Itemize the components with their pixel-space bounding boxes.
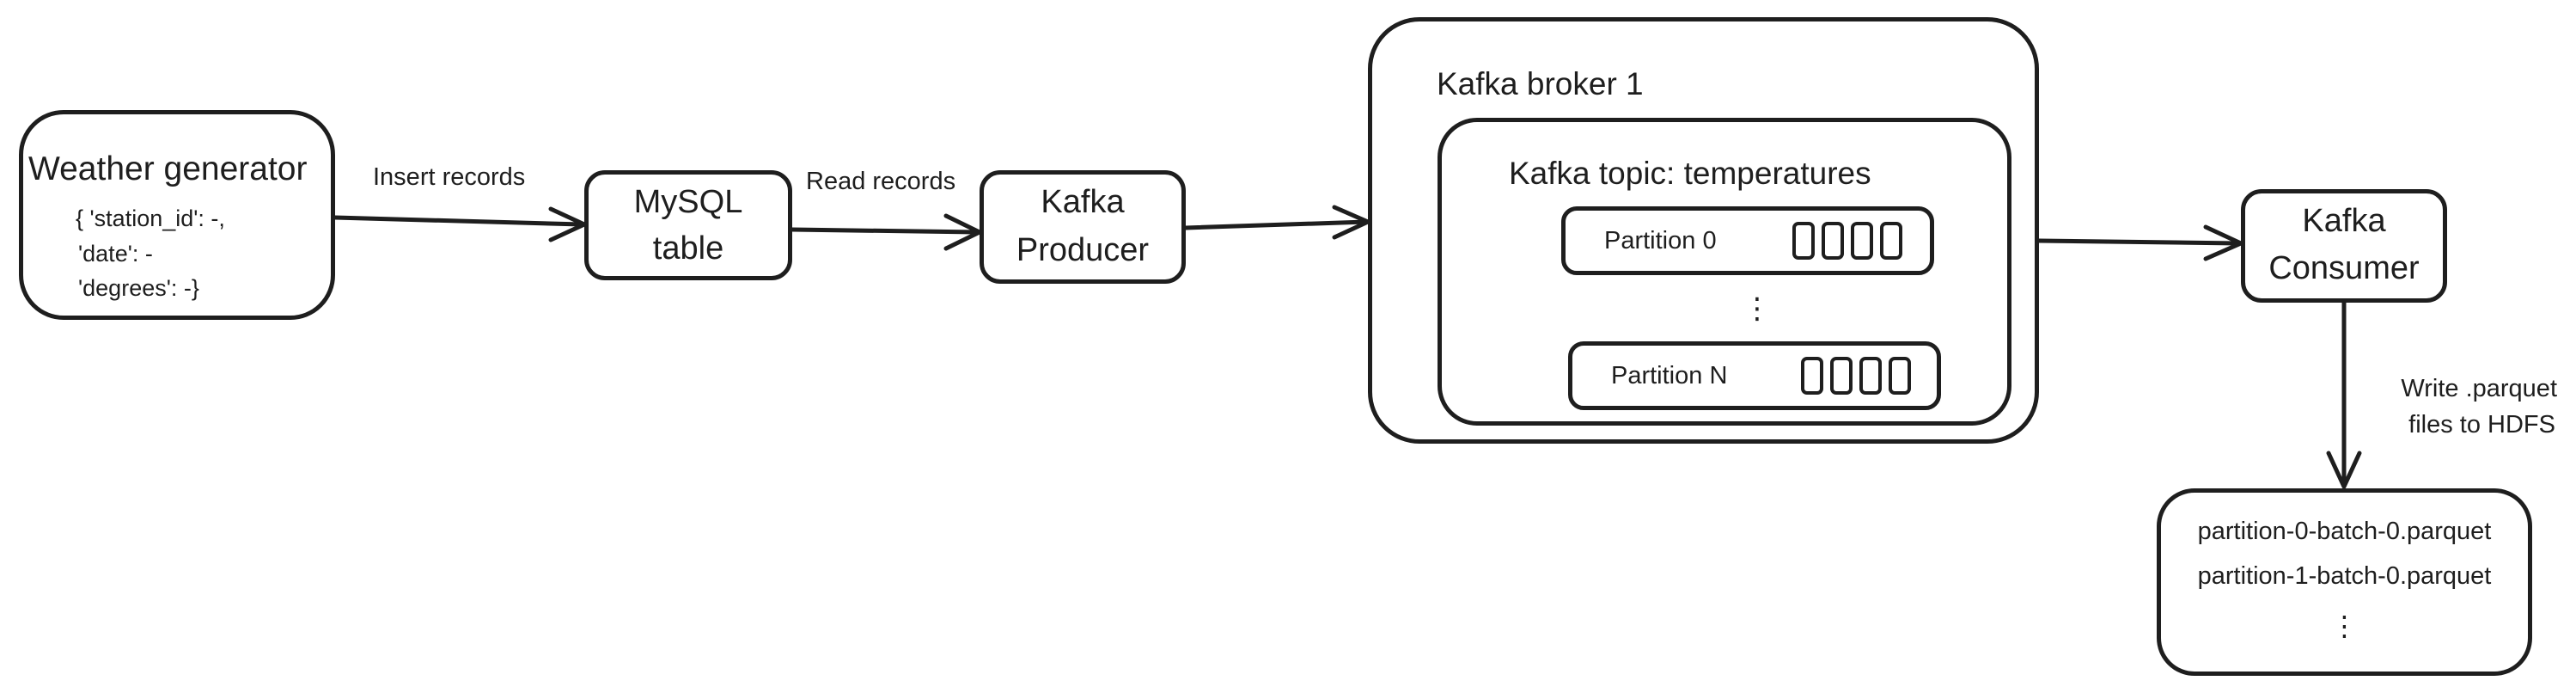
hdfs-file-1: partition-0-batch-0.parquet (2197, 518, 2492, 545)
kafka-broker-title: Kafka broker 1 (1437, 66, 1644, 101)
partition-last-slot (1889, 357, 1911, 395)
edge-label-write-parquet-line-2: files to HDFS (2408, 411, 2555, 438)
weather-generator-node (19, 110, 335, 320)
partition-last-slot (1830, 357, 1853, 395)
arrow-mysql-to-producer (790, 227, 980, 235)
arrow-producer-to-broker (1183, 219, 1369, 230)
weather-generator-line-3: 'degrees': -} (78, 275, 199, 301)
weather-generator-line-2: 'date': - (78, 241, 153, 267)
hdfs-file-2: partition-1-batch-0.parquet (2197, 562, 2492, 590)
weather-generator-title: Weather generator (28, 150, 308, 187)
partition-last-slot (1801, 357, 1823, 395)
partitions-ellipsis: ⋮ (1743, 292, 1772, 325)
edge-label-insert-records: Insert records (373, 163, 526, 191)
partition-first-slot (1851, 222, 1873, 260)
consumer-label-line-2: Consumer (2268, 250, 2420, 286)
arrow-generator-to-mysql (333, 215, 584, 227)
kafka-consumer-node (2241, 189, 2447, 303)
partition-last-slot (1859, 357, 1882, 395)
weather-generator-line-1: { 'station_id': -, (76, 205, 225, 231)
producer-label-line-1: Kafka (1041, 184, 1125, 220)
hdfs-files-ellipsis: ⋮ (2330, 610, 2359, 641)
consumer-label-line-1: Kafka (2302, 203, 2386, 239)
arrowhead-hdfs (2326, 451, 2362, 489)
mysql-label-line-2: table (652, 230, 724, 267)
partition-first-slot (1880, 222, 1902, 260)
hdfs-files-node (2157, 488, 2532, 676)
arrow-broker-to-consumer (2036, 238, 2241, 246)
partition-first-node (1561, 206, 1934, 275)
edge-label-write-parquet-line-1: Write .parquet (2401, 375, 2557, 402)
mysql-label-line-1: MySQL (633, 184, 743, 220)
mysql-table-node (584, 170, 792, 280)
partition-first-slot (1822, 222, 1844, 260)
edge-label-read-records: Read records (806, 168, 956, 195)
partition-last-label: Partition N (1611, 362, 1728, 389)
kafka-producer-node (980, 170, 1186, 284)
kafka-topic-title: Kafka topic: temperatures (1509, 156, 1871, 191)
partition-first-label: Partition 0 (1604, 227, 1717, 255)
producer-label-line-2: Producer (1016, 232, 1150, 268)
partition-first-slot (1792, 222, 1815, 260)
